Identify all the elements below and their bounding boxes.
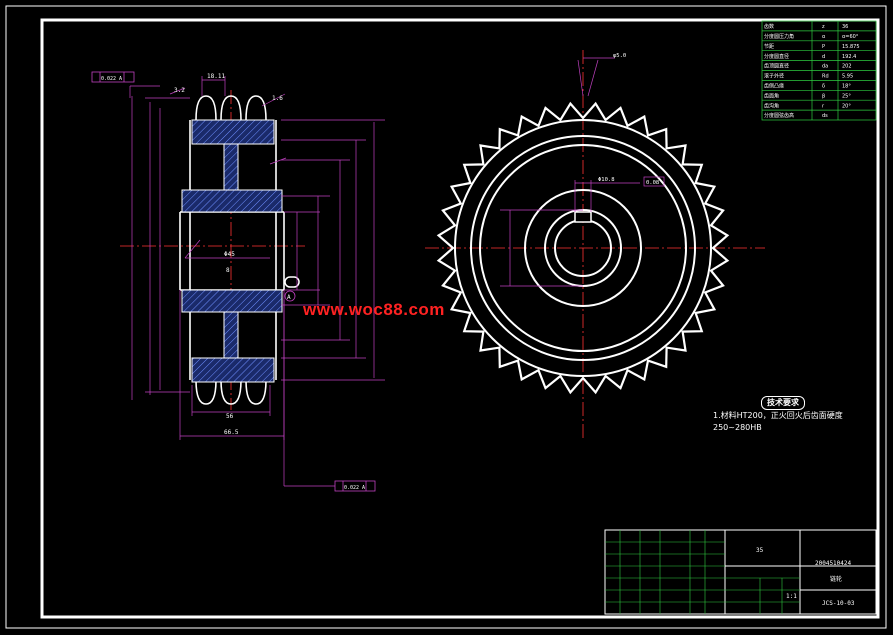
param-value: 192.4 <box>842 54 856 60</box>
parameter-table <box>761 20 877 121</box>
title-block <box>604 529 877 615</box>
dim-key-width: Φ10.8 <box>598 177 615 183</box>
tolerance-top: 0.022 A <box>101 76 122 82</box>
datum-label: A <box>287 294 291 301</box>
param-value: α=60° <box>842 34 859 40</box>
param-symbol: δ <box>822 84 825 90</box>
title-drawing-no: 2004510424 <box>815 560 852 567</box>
param-name: 滚子外径 <box>764 73 784 80</box>
dim-width-56: 56 <box>226 413 234 420</box>
param-symbol: ds <box>822 113 828 119</box>
dim-width-66: 66.5 <box>224 429 239 436</box>
title-scale: 1:1 <box>786 593 797 600</box>
title-material: 35 <box>756 547 764 554</box>
title-grid <box>605 530 800 614</box>
dim-bore: Φ45 <box>224 251 235 258</box>
outer-border <box>5 5 887 629</box>
param-value: 18° <box>842 84 851 90</box>
dim-chamfer: 3.2 <box>174 87 185 94</box>
notes-line-1: 1.材料HT200，正火回火后齿面硬度 <box>713 411 843 420</box>
param-value: 20° <box>842 103 851 109</box>
title-part-name: 链轮 <box>830 575 842 583</box>
dim-key-depth: 8 <box>226 267 230 274</box>
param-value: 202 <box>842 64 852 70</box>
param-name: 齿沟角 <box>764 102 779 109</box>
dim-roughness: 1.6 <box>272 95 283 102</box>
param-symbol: d <box>822 54 825 60</box>
notes-line-2: 250~280HB <box>713 423 762 432</box>
tolerance-bottom: 0.022 A <box>344 485 365 491</box>
param-name: 齿数 <box>764 23 774 30</box>
param-symbol: r <box>822 103 825 109</box>
param-name: 齿面角 <box>764 92 779 99</box>
dim-angle: φ5.0 <box>613 53 626 59</box>
dim-tooth-pitch: 18.11 <box>207 73 225 80</box>
section-view: 18.11 3.2 1.6 56 66.5 Φ45 8 0.022 A 0.02… <box>91 71 385 492</box>
technical-notes: 技术要求 1.材料HT200，正火回火后齿面硬度 250~280HB <box>713 396 843 434</box>
param-symbol: P <box>822 44 825 50</box>
param-name: 节距 <box>764 44 774 50</box>
param-value: 25° <box>842 93 851 99</box>
title-code: JCS-10-03 <box>822 600 855 607</box>
param-value: 5.95 <box>842 74 853 80</box>
param-symbol: β <box>822 93 825 99</box>
param-value: 36 <box>842 24 848 30</box>
param-name: 齿侧凸缘 <box>764 83 784 90</box>
param-symbol: Rd <box>822 74 829 80</box>
param-name: 分度圆直径 <box>764 53 789 60</box>
key-tolerance: 0.08 <box>646 180 659 186</box>
watermark: www.woc88.com <box>303 300 445 319</box>
param-symbol: da <box>822 64 828 70</box>
notes-heading: 技术要求 <box>761 396 805 410</box>
sprocket-front-view: Φ10.8 φ5.0 0.08 <box>425 50 765 440</box>
param-name: 齿顶圆直径 <box>764 63 789 70</box>
inner-border <box>40 18 880 619</box>
param-value: 15.875 <box>842 44 860 50</box>
param-name: 分度圆弦齿高 <box>764 112 794 119</box>
param-symbol: α <box>822 34 826 40</box>
param-symbol: z <box>822 24 825 30</box>
param-name: 分度圆压力角 <box>764 33 794 40</box>
